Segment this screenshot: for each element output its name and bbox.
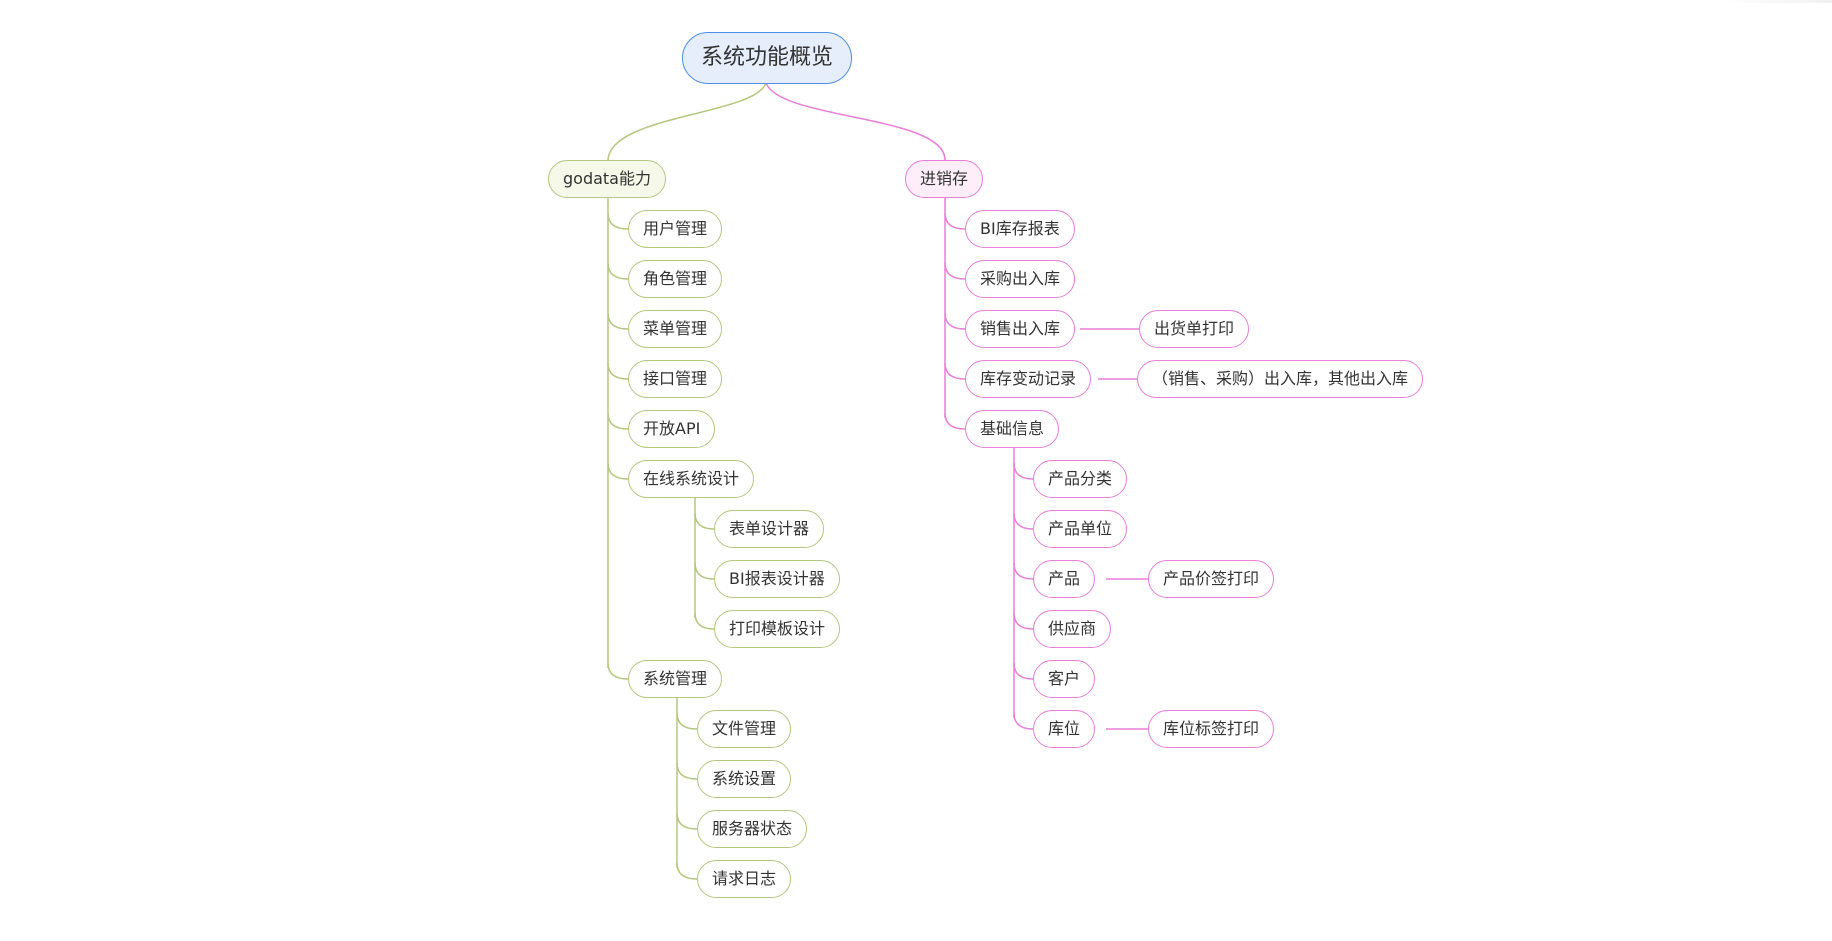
edge-base-5 bbox=[1013, 662, 1034, 680]
edge-sys-3 bbox=[676, 812, 698, 830]
edge-godata-7 bbox=[607, 662, 629, 680]
node-bi-inventory-report[interactable]: BI库存报表 bbox=[965, 210, 1075, 248]
node-inventory-change-record[interactable]: 库存变动记录 bbox=[965, 360, 1092, 398]
node-file-management[interactable]: 文件管理 bbox=[697, 710, 792, 748]
edge-base-6 bbox=[1013, 712, 1034, 730]
node-product[interactable]: 产品 bbox=[1033, 560, 1096, 598]
node-inventory-change-detail[interactable]: （销售、采购）出入库，其他出入库 bbox=[1137, 360, 1424, 398]
node-product-price-tag-print[interactable]: 产品价签打印 bbox=[1148, 560, 1275, 598]
node-delivery-note-print[interactable]: 出货单打印 bbox=[1139, 310, 1250, 348]
edge-godata-2 bbox=[607, 262, 629, 280]
node-sales-inout[interactable]: 销售出入库 bbox=[965, 310, 1076, 348]
node-base-info[interactable]: 基础信息 bbox=[965, 410, 1060, 448]
branch-jinxiaocun[interactable]: 进销存 bbox=[905, 160, 984, 198]
node-product-unit[interactable]: 产品单位 bbox=[1033, 510, 1128, 548]
node-system-management[interactable]: 系统管理 bbox=[628, 660, 723, 698]
node-customer[interactable]: 客户 bbox=[1033, 660, 1096, 698]
edge-jxc-2 bbox=[944, 262, 966, 280]
node-product-category[interactable]: 产品分类 bbox=[1033, 460, 1128, 498]
node-print-template-design[interactable]: 打印模板设计 bbox=[714, 610, 841, 648]
node-server-status[interactable]: 服务器状态 bbox=[697, 810, 808, 848]
node-interface-management[interactable]: 接口管理 bbox=[628, 360, 723, 398]
edge-jxc-1 bbox=[944, 212, 966, 230]
node-request-log[interactable]: 请求日志 bbox=[697, 860, 792, 898]
node-location-label-print[interactable]: 库位标签打印 bbox=[1148, 710, 1275, 748]
branch-godata[interactable]: godata能力 bbox=[548, 160, 666, 198]
node-user-management[interactable]: 用户管理 bbox=[628, 210, 723, 248]
node-supplier[interactable]: 供应商 bbox=[1033, 610, 1112, 648]
edge-jxc-3 bbox=[944, 312, 966, 330]
node-system-settings[interactable]: 系统设置 bbox=[697, 760, 792, 798]
node-role-management[interactable]: 角色管理 bbox=[628, 260, 723, 298]
edge-jxc-5 bbox=[944, 412, 966, 430]
node-menu-management[interactable]: 菜单管理 bbox=[628, 310, 723, 348]
edge-root-godata bbox=[607, 82, 767, 161]
edge-godata-1 bbox=[607, 212, 629, 230]
edge-design-1 bbox=[694, 512, 715, 530]
node-storage-location[interactable]: 库位 bbox=[1033, 710, 1096, 748]
edge-base-2 bbox=[1013, 512, 1034, 530]
node-form-designer[interactable]: 表单设计器 bbox=[714, 510, 825, 548]
edge-base-1 bbox=[1013, 462, 1034, 480]
edge-godata-3 bbox=[607, 312, 629, 330]
edge-godata-6 bbox=[607, 462, 629, 480]
edge-jxc-4 bbox=[944, 362, 966, 380]
edge-design-2 bbox=[694, 562, 715, 580]
top-right-shadow bbox=[1722, 0, 1832, 3]
edge-base-4 bbox=[1013, 612, 1034, 630]
node-open-api[interactable]: 开放API bbox=[628, 410, 716, 448]
node-online-system-design[interactable]: 在线系统设计 bbox=[628, 460, 755, 498]
edge-godata-4 bbox=[607, 362, 629, 380]
edge-sys-1 bbox=[676, 712, 698, 730]
edge-design-3 bbox=[694, 612, 715, 630]
node-bi-report-designer[interactable]: BI报表设计器 bbox=[714, 560, 840, 598]
edge-sys-4 bbox=[676, 862, 698, 880]
edge-sys-2 bbox=[676, 762, 698, 780]
edge-root-jxc bbox=[765, 82, 946, 161]
edge-godata-5 bbox=[607, 412, 629, 430]
edge-base-3 bbox=[1013, 562, 1034, 580]
node-purchase-inout[interactable]: 采购出入库 bbox=[965, 260, 1076, 298]
root-node[interactable]: 系统功能概览 bbox=[682, 32, 853, 84]
